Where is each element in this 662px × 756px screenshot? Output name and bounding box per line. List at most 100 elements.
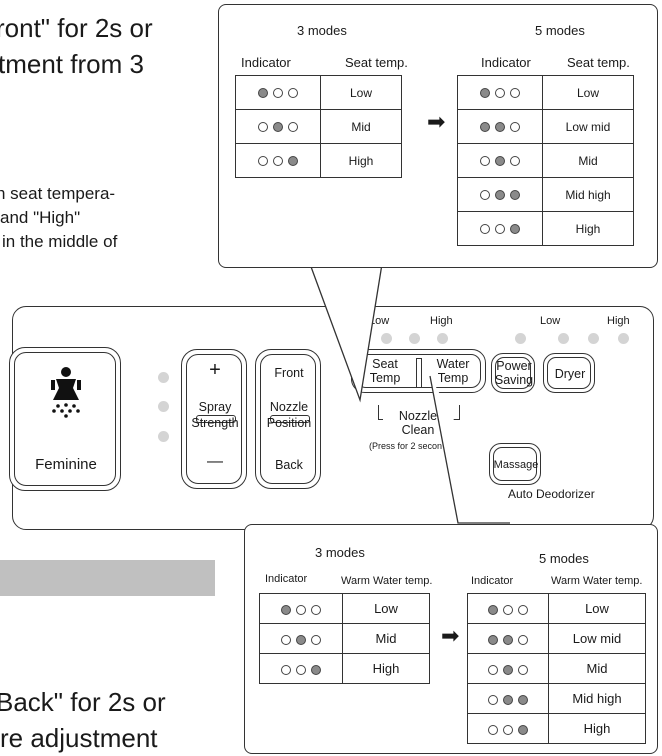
front-label[interactable]: Front [274,366,304,380]
bg-text-line: Back" for 2s or [0,687,166,717]
table-row: Low [457,75,634,110]
dryer-button[interactable]: Dryer [543,353,595,393]
indicator-on-icon [495,122,505,133]
divider [196,415,236,423]
bg-text-line: re adjustment [0,723,158,753]
feminine-button[interactable]: Feminine [9,347,121,491]
indicator-off-icon [296,664,306,675]
indicator-off-icon [281,634,291,645]
indicator-off-icon [503,724,513,735]
bg-text-line: in the middle of [2,232,118,251]
indicator-off-icon [480,224,490,235]
table-row: High [457,211,634,246]
table-row: High [467,713,646,744]
indicator-on-icon [518,724,528,735]
feminine-wash-icon [51,367,81,418]
table-row: Mid high [467,683,646,714]
indicator-off-icon [495,224,505,235]
water-temp-label: Temp [437,371,469,385]
level-cell: High [320,143,402,178]
minus-icon[interactable]: — [207,453,223,470]
position-label: Position [266,416,312,430]
seat-temp-callout: 3 modes 5 modes Indicator Seat temp. Ind… [218,4,658,268]
spray-label: Spray [198,400,232,414]
power-saving-label: Power [496,359,532,373]
indicator-off-icon [518,634,528,645]
indicator-cell [457,143,543,178]
water-temp-label: Water [436,357,470,371]
indicator-off-icon [503,604,513,615]
indicator-cell [467,653,549,684]
spray-strength-button[interactable]: + Spray Strength — [181,349,247,489]
indicator-on-icon [273,122,283,133]
indicator-off-icon [288,88,298,99]
seat-temp-label: Seat [372,357,398,371]
table-row: Mid [457,143,634,178]
indicator-on-icon [503,694,513,705]
indicator-on-icon [510,190,520,201]
massage-button[interactable]: Massage [489,443,541,485]
water-temp-callout: 3 modes 5 modes Indicator Warm Water tem… [244,524,658,754]
back-label[interactable]: Back [275,458,303,472]
seat-temp-header: Seat temp. [345,55,408,70]
table-row: Mid [259,623,430,654]
indicator-off-icon [488,664,498,675]
auto-deodorizer-label: Auto Deodorizer [508,487,595,501]
level-cell: Low [320,75,402,110]
control-panel: Feminine + Spray Strength — Front Nozzle… [9,306,654,530]
indicator-off-icon [258,122,268,133]
indicator-on-icon [258,88,268,99]
indicator-cell [235,143,321,178]
indicator-off-icon [495,88,505,99]
strength-label: Strength [191,416,239,430]
indicator-header: Indicator [241,55,291,70]
indicator-on-icon [480,122,490,133]
indicator-cell [235,75,321,110]
section-bar [0,560,215,596]
bg-text-line: and "High" [0,208,81,227]
table-row: Mid [467,653,646,684]
seat-temp-indicator [381,333,392,344]
level-cell: Mid high [542,177,634,212]
indicator-on-icon [503,664,513,675]
level-cell: Mid high [548,683,646,714]
indicator-cell [259,653,343,684]
nozzle-clean-text: Clean [401,423,435,437]
indicator-header: Indicator [481,55,531,70]
indicator-on-icon [296,634,306,645]
indicator-cell [467,713,549,744]
bg-text-line: n seat tempera- [0,184,116,203]
power-saving-label: Saving [494,373,534,387]
high-label: High [607,315,630,327]
seat-temp-header: Seat temp. [567,55,630,70]
indicator-off-icon [288,122,298,133]
three-modes-title: 3 modes [297,23,347,38]
plus-icon[interactable]: + [209,359,221,381]
seat-temp-indicator [437,333,448,344]
divider [270,415,310,423]
table-row: Mid [235,109,402,144]
indicator-cell [457,211,543,246]
five-modes-title: 5 modes [535,23,585,38]
level-cell: High [542,211,634,246]
temp-button-group [351,349,486,393]
indicator-on-icon [495,156,505,167]
level-cell: Low [548,593,646,624]
warm-water-header: Warm Water temp. [551,575,643,587]
high-label: High [430,315,453,327]
level-cell: Mid [342,623,430,654]
level-cell: Low [342,593,430,624]
table-row: Low [467,593,646,624]
divider [416,358,422,388]
level-cell: High [548,713,646,744]
nozzle-position-button[interactable]: Front Nozzle Position Back [255,349,321,489]
indicator-on-icon [518,694,528,705]
press-note: (Press for 2 secon [369,441,443,451]
three-modes-title: 3 modes [315,545,365,560]
